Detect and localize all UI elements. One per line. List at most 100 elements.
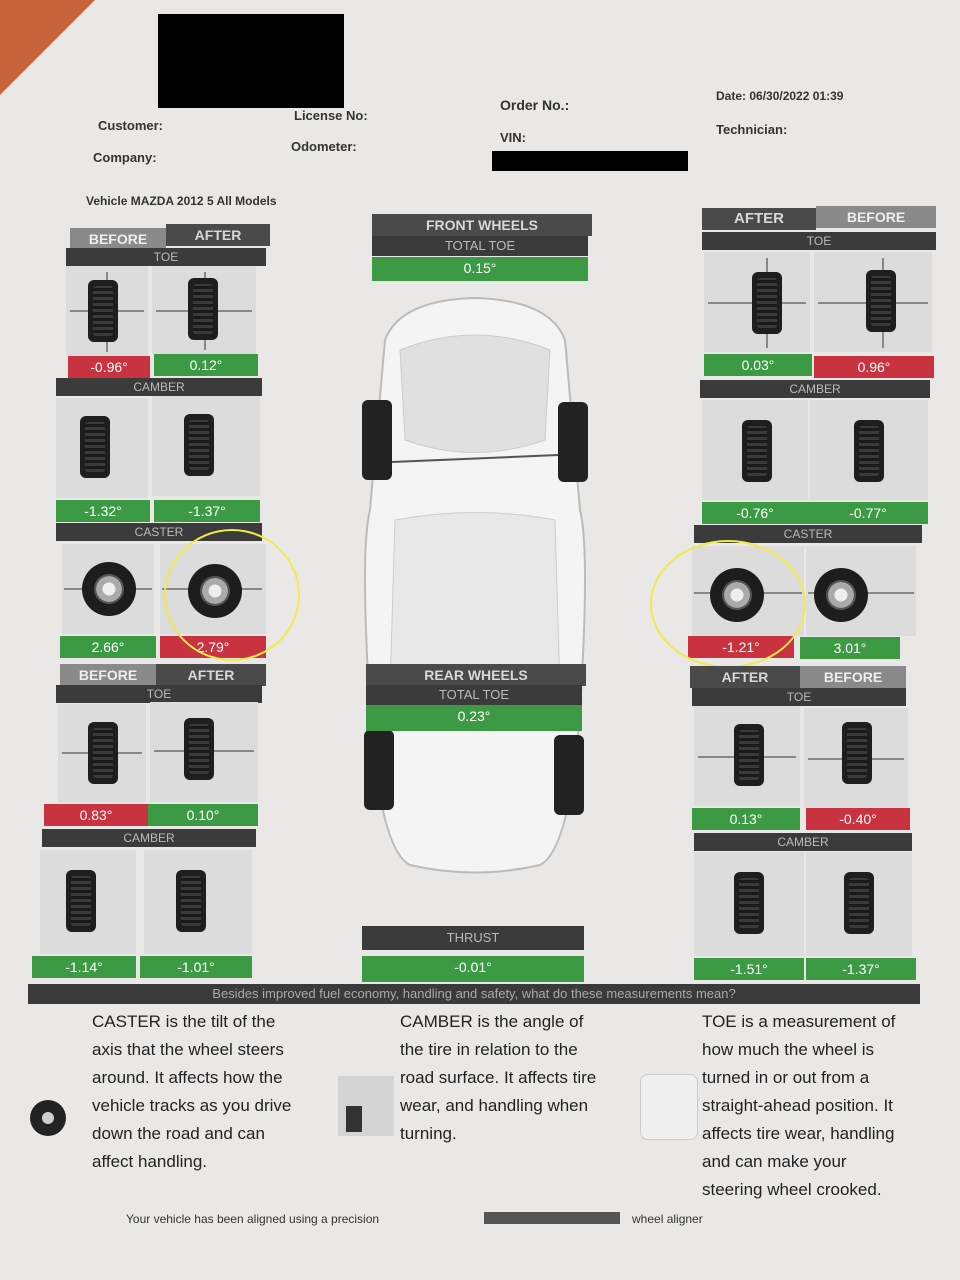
rear-total-toe-label: TOTAL TOE bbox=[366, 685, 582, 705]
toe-line: and can make your bbox=[702, 1152, 847, 1171]
front-right-camber-label: CAMBER bbox=[700, 380, 930, 398]
rear-total-toe-value: 0.23° bbox=[366, 705, 582, 731]
camber-line: the tire in relation to the bbox=[400, 1040, 578, 1059]
rear-wheels-title: REAR WHEELS bbox=[366, 664, 586, 686]
front-right-toe-after-image bbox=[704, 252, 810, 352]
rear-left-toe-before-value: 0.83° bbox=[44, 804, 148, 826]
rear-right-toe-label: TOE bbox=[692, 688, 906, 706]
front-total-toe-label: TOTAL TOE bbox=[372, 236, 588, 256]
camber-tire-icon bbox=[338, 1076, 394, 1136]
vehicle-label: Vehicle MAZDA 2012 5 All Models bbox=[86, 194, 277, 208]
rear-right-toe-after-value: 0.13° bbox=[692, 808, 800, 830]
rear-left-camber-after-image bbox=[144, 850, 252, 954]
footer-text: Your vehicle has been aligned using a pr… bbox=[126, 1212, 380, 1226]
front-right-camber-after-image bbox=[702, 400, 808, 500]
front-right-caster-before-value: 3.01° bbox=[800, 637, 900, 659]
technician-label: Technician: bbox=[716, 122, 788, 137]
caster-line: affect handling. bbox=[92, 1152, 207, 1171]
toe-line: TOE is a measurement of bbox=[702, 1012, 896, 1031]
annotation-circle bbox=[164, 529, 300, 661]
rear-left-toe-label: TOE bbox=[56, 685, 262, 703]
background-corner bbox=[0, 0, 95, 95]
front-left-camber-after-value: -1.37° bbox=[154, 500, 260, 522]
thrust-value: -0.01° bbox=[362, 956, 584, 982]
camber-line: turning. bbox=[400, 1124, 457, 1143]
front-left-camber-label: CAMBER bbox=[56, 378, 262, 396]
license-label: License No: bbox=[294, 108, 368, 123]
rear-left-toe-after-image bbox=[150, 702, 258, 802]
front-left-toe-after-image bbox=[152, 266, 256, 354]
front-right-after-header: AFTER bbox=[702, 208, 816, 230]
customer-label: Customer: bbox=[98, 118, 164, 133]
rear-right-toe-before-image bbox=[804, 708, 908, 808]
front-wheels-title: FRONT WHEELS bbox=[372, 214, 592, 236]
toe-line: turned in or out from a bbox=[702, 1068, 870, 1087]
rear-left-camber-after-value: -1.01° bbox=[140, 956, 252, 978]
caster-line: around. It affects how the bbox=[92, 1068, 283, 1087]
toe-description: TOE is a measurement of how much the whe… bbox=[702, 1008, 895, 1204]
rear-right-toe-after-image bbox=[694, 706, 800, 806]
front-right-camber-before-value: -0.77° bbox=[808, 502, 928, 524]
rear-right-camber-after-value: -1.51° bbox=[694, 958, 804, 980]
front-left-caster-before-image bbox=[62, 544, 154, 634]
rear-left-toe-after-value: 0.10° bbox=[148, 804, 258, 826]
rear-right-camber-before-value: -1.37° bbox=[806, 958, 916, 980]
toe-line: how much the wheel is bbox=[702, 1040, 874, 1059]
footer-text-end: wheel aligner bbox=[632, 1212, 703, 1226]
front-left-camber-after-image bbox=[152, 396, 260, 496]
rear-left-camber-before-value: -1.14° bbox=[32, 956, 136, 978]
caster-line: down the road and can bbox=[92, 1124, 265, 1143]
company-label: Company: bbox=[93, 150, 157, 165]
front-right-toe-before-value: 0.96° bbox=[814, 356, 934, 378]
front-total-toe-value: 0.15° bbox=[372, 257, 588, 281]
front-left-after-header: AFTER bbox=[166, 224, 270, 246]
rear-left-toe-before-image bbox=[58, 704, 146, 802]
redaction-block bbox=[492, 151, 688, 171]
camber-line: CAMBER is the angle of bbox=[400, 1012, 584, 1031]
toe-line: straight-ahead position. It bbox=[702, 1096, 893, 1115]
camber-line: wear, and handling when bbox=[400, 1096, 589, 1115]
vin-label: VIN: bbox=[500, 130, 526, 145]
explanation-banner: Besides improved fuel economy, handling … bbox=[28, 984, 920, 1004]
caster-line: axis that the wheel steers bbox=[92, 1040, 284, 1059]
front-left-caster-before-value: 2.66° bbox=[60, 636, 156, 658]
date-label: Date: 06/30/2022 01:39 bbox=[716, 89, 844, 103]
thrust-label: THRUST bbox=[362, 926, 584, 950]
front-left-camber-before-value: -1.32° bbox=[56, 500, 150, 522]
front-right-caster-before-image bbox=[806, 546, 916, 636]
front-right-before-header: BEFORE bbox=[816, 206, 936, 228]
toe-line: affects tire wear, handling bbox=[702, 1124, 895, 1143]
rear-right-after-header: AFTER bbox=[690, 666, 800, 688]
footer-logo bbox=[484, 1212, 620, 1224]
front-right-camber-after-value: -0.76° bbox=[702, 502, 808, 524]
rear-left-camber-before-image bbox=[40, 850, 136, 954]
front-right-caster-label: CASTER bbox=[694, 525, 922, 543]
order-label: Order No.: bbox=[500, 97, 570, 113]
rear-right-toe-before-value: -0.40° bbox=[806, 808, 910, 830]
front-left-camber-before-image bbox=[56, 398, 148, 498]
car-top-view-image bbox=[362, 296, 588, 874]
toe-car-icon bbox=[640, 1074, 698, 1140]
rear-right-camber-after-image bbox=[694, 852, 804, 956]
front-right-toe-label: TOE bbox=[702, 232, 936, 250]
caster-wheel-icon bbox=[18, 1080, 74, 1140]
rear-left-camber-label: CAMBER bbox=[42, 829, 256, 847]
front-right-toe-before-image bbox=[814, 252, 932, 352]
odometer-label: Odometer: bbox=[291, 139, 357, 154]
toe-line: steering wheel crooked. bbox=[702, 1180, 882, 1199]
rear-right-camber-label: CAMBER bbox=[694, 833, 912, 851]
front-left-toe-before-image bbox=[66, 266, 148, 356]
front-left-toe-label: TOE bbox=[66, 248, 266, 266]
front-right-toe-after-value: 0.03° bbox=[704, 354, 812, 376]
front-left-before-header: BEFORE bbox=[70, 228, 166, 250]
caster-line: CASTER is the tilt of the bbox=[92, 1012, 276, 1031]
rear-right-camber-before-image bbox=[806, 852, 912, 956]
rear-left-after-header: AFTER bbox=[156, 664, 266, 686]
camber-description: CAMBER is the angle of the tire in relat… bbox=[400, 1008, 596, 1148]
caster-line: vehicle tracks as you drive bbox=[92, 1096, 292, 1115]
rear-right-before-header: BEFORE bbox=[800, 666, 906, 688]
redaction-block bbox=[158, 14, 344, 108]
caster-description: CASTER is the tilt of the axis that the … bbox=[92, 1008, 291, 1176]
front-right-camber-before-image bbox=[810, 400, 928, 500]
